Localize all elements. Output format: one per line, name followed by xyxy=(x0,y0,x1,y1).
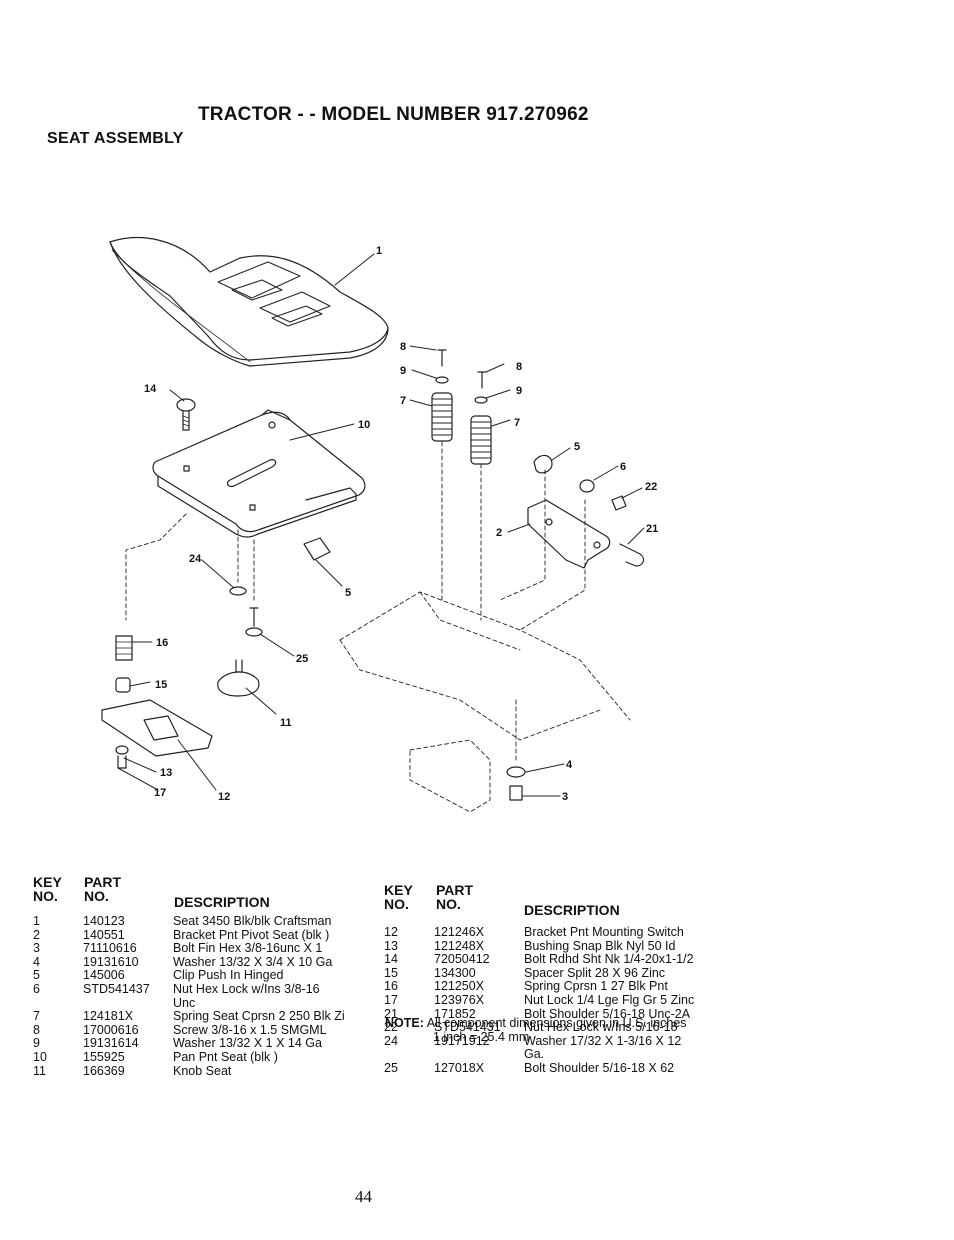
callout-label: 10 xyxy=(358,419,370,431)
key-no-header-right: NO. xyxy=(384,896,409,912)
carriage-bolt-14-drawing xyxy=(176,398,196,431)
callout-label: 1 xyxy=(376,245,382,257)
callout-label: 24 xyxy=(189,553,202,565)
seat-pan-drawing xyxy=(152,409,366,538)
callout-label: 22 xyxy=(645,481,657,493)
small-hardware-drawing xyxy=(115,537,331,697)
section-title: SEAT ASSEMBLY xyxy=(47,130,184,147)
part-header-right: PART xyxy=(436,882,474,898)
callout-label: 14 xyxy=(144,383,157,395)
callout-label: 5 xyxy=(574,441,580,453)
callout-label: 11 xyxy=(280,717,292,729)
callout-label: 8 xyxy=(516,361,522,373)
callout-label: 9 xyxy=(516,385,522,397)
callout-label: 6 xyxy=(620,461,626,473)
part-header: PART xyxy=(84,874,122,890)
callout-label: 8 xyxy=(400,341,406,353)
exploded-parts-diagram: 1 14 10 8 9 7 8 9 7 5 6 22 21 2 24 5 16 15 25 11 13 17 12 4 3 xyxy=(101,237,658,813)
note-text: All component dimensions given in U.S. i… xyxy=(426,1016,687,1030)
frame-drawing xyxy=(125,441,631,813)
callout-label: 16 xyxy=(156,637,168,649)
key-header-right: KEY xyxy=(384,882,413,898)
description-header: DESCRIPTION xyxy=(174,894,270,910)
leader-lines xyxy=(117,253,645,797)
page-number: 44 xyxy=(355,1187,372,1206)
note-conversion: 1 inch = 25.4 mm xyxy=(433,1030,530,1044)
callout-label: 17 xyxy=(154,787,166,799)
springs-drawing xyxy=(431,349,492,465)
callout-label: 7 xyxy=(400,395,406,407)
note-label: NOTE: xyxy=(385,1016,424,1030)
description-header-right: DESCRIPTION xyxy=(524,902,620,918)
callout-label: 7 xyxy=(514,417,520,429)
callout-label: 25 xyxy=(296,653,308,665)
callout-label: 5 xyxy=(345,587,351,599)
washer-bolt-drawing xyxy=(506,766,526,801)
callout-label: 21 xyxy=(646,523,658,535)
key-header: KEY xyxy=(33,874,62,890)
switch-bracket-drawing xyxy=(101,699,213,769)
key-no-header: NO. xyxy=(33,888,58,904)
callout-label: 4 xyxy=(566,759,573,771)
callout-label: 9 xyxy=(400,365,406,377)
seat-drawing xyxy=(109,237,389,367)
units-note: NOTE: All component dimensions given in … xyxy=(385,1016,687,1044)
callout-label: 12 xyxy=(218,791,230,803)
part-no-header-right: NO. xyxy=(436,896,461,912)
page-title: TRACTOR - - MODEL NUMBER 917.270962 xyxy=(198,104,589,125)
callout-label: 13 xyxy=(160,767,172,779)
pivot-bracket-drawing xyxy=(527,454,645,569)
callout-label: 2 xyxy=(496,527,502,539)
part-no-header: NO. xyxy=(84,888,109,904)
callout-label: 15 xyxy=(155,679,167,691)
callout-label: 3 xyxy=(562,791,568,803)
